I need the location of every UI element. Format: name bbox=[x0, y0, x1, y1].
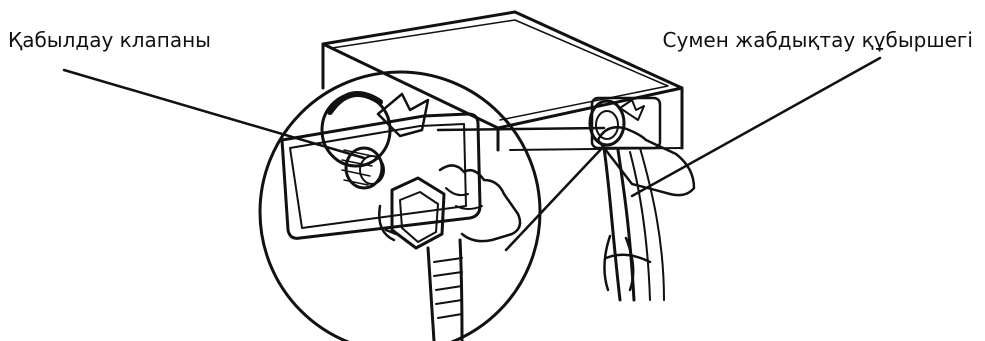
inlet-valve-on-machine bbox=[588, 96, 662, 150]
water-supply-hose-leader-line bbox=[630, 56, 882, 198]
hand-in-detail bbox=[438, 164, 522, 243]
hose-in-detail bbox=[426, 238, 464, 341]
callout-wedge bbox=[436, 126, 606, 252]
water-supply-hose-label: Сумен жабдықтау құбыршегі bbox=[662, 28, 973, 52]
inlet-valve-leader-line bbox=[62, 68, 366, 160]
leader-lines bbox=[62, 56, 882, 198]
water-supply-hose-drawing bbox=[596, 126, 696, 302]
hose-coupling bbox=[378, 176, 446, 250]
magnified-detail bbox=[258, 70, 542, 341]
inlet-valve-label: Қабылдау клапаны bbox=[8, 28, 211, 52]
valve-threads bbox=[341, 146, 385, 190]
